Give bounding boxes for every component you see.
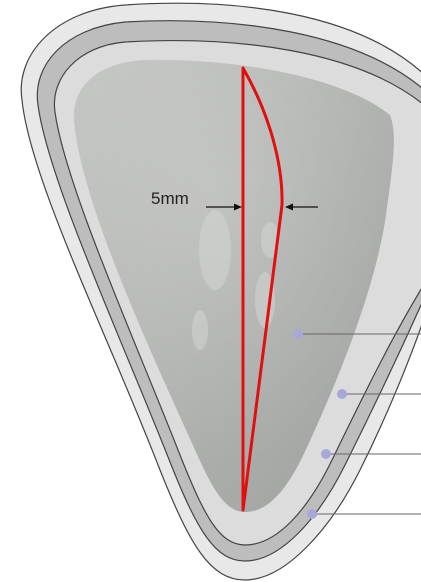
marker-dot-plate: [293, 329, 303, 339]
marker-dot-outer-layer: [307, 509, 317, 519]
marker-dot-middle-layer: [321, 449, 331, 459]
dimension-label: 5mm: [151, 190, 189, 207]
marker-dot-inner-layer: [337, 389, 347, 399]
